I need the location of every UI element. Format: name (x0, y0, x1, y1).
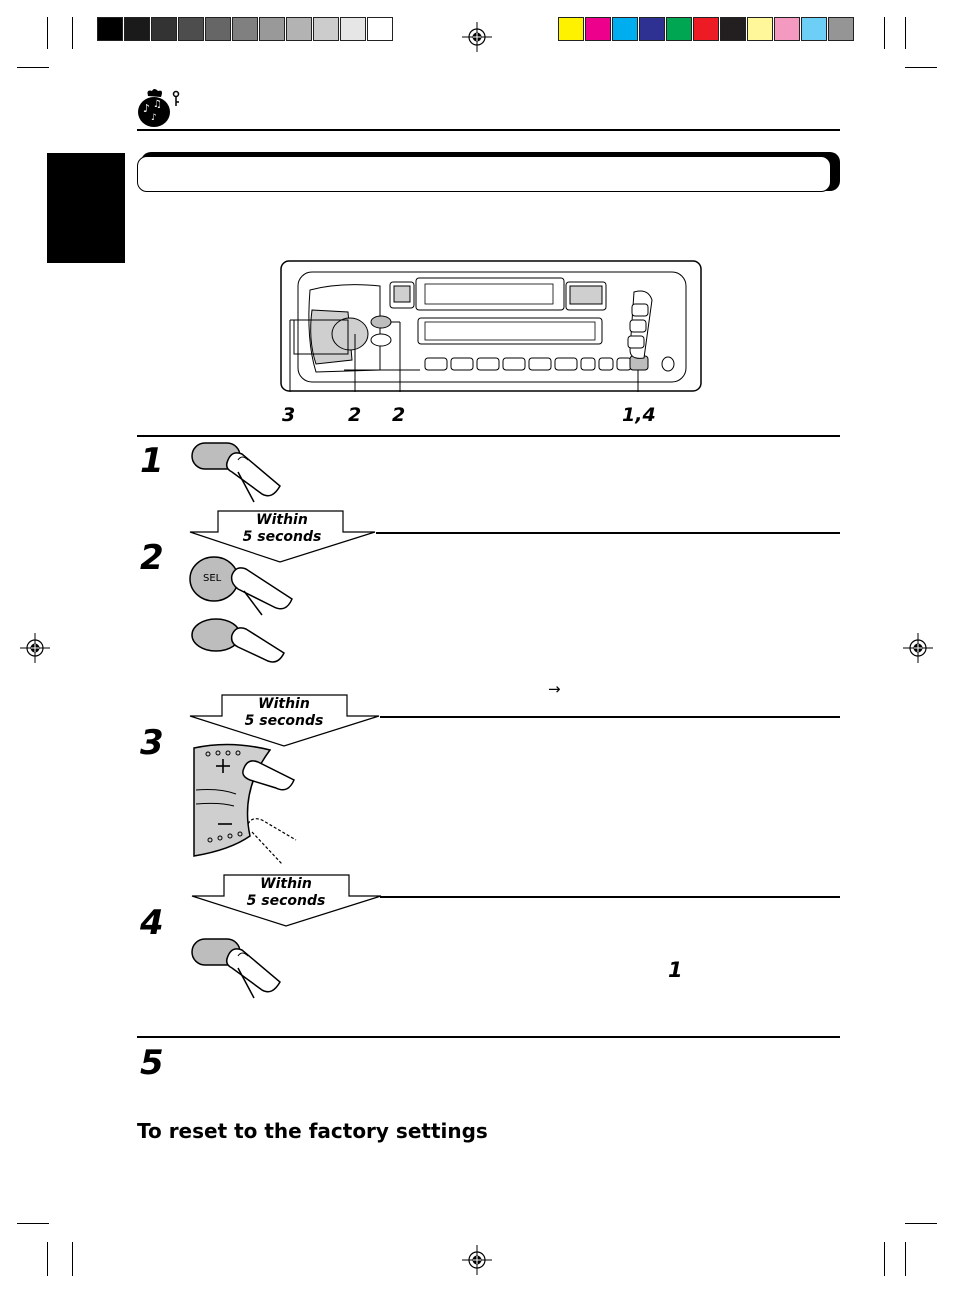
crop-mark (17, 67, 49, 68)
step-rule (380, 716, 840, 718)
crosshair-target-icon (462, 22, 492, 52)
step-rule (380, 896, 840, 898)
crosshair-target-icon (462, 1245, 492, 1275)
crop-mark (72, 1242, 73, 1276)
crosshair-target-icon (20, 633, 50, 663)
step-number-3: 3 (140, 723, 164, 763)
color-swatch (828, 17, 854, 41)
crosshair-target-icon (903, 633, 933, 663)
crop-mark (905, 1223, 937, 1224)
color-swatch (747, 17, 773, 41)
svg-text:♪: ♪ (143, 102, 150, 115)
finger-press-sel-button-icon (189, 556, 293, 663)
music-note-bag-icon: ♪ ♫ ♪ (138, 89, 180, 127)
color-swatch (585, 17, 611, 41)
within-arrow (189, 510, 376, 563)
step-number-1: 1 (140, 441, 164, 481)
crop-mark (47, 17, 48, 49)
grayscale-swatch (124, 17, 150, 41)
section-title-box (137, 152, 840, 195)
sel-button-label: SEL (203, 573, 222, 584)
language-tab (47, 153, 125, 263)
color-swatch (612, 17, 638, 41)
grayscale-swatch (97, 17, 123, 41)
color-swatch (666, 17, 692, 41)
crop-mark (884, 1242, 885, 1276)
color-swatch (693, 17, 719, 41)
color-swatch (558, 17, 584, 41)
crop-mark (72, 17, 73, 49)
step-number-4: 4 (140, 903, 164, 943)
crop-mark (884, 17, 885, 49)
crop-mark (905, 1242, 906, 1276)
svg-text:♫: ♫ (153, 99, 162, 110)
color-swatch (801, 17, 827, 41)
within-arrow (189, 694, 380, 747)
color-swatch (639, 17, 665, 41)
car-stereo-faceplate (280, 260, 702, 392)
callout-3: 3 (282, 404, 296, 426)
header-rule (137, 129, 840, 131)
svg-text:♪: ♪ (151, 113, 157, 123)
crop-mark (905, 17, 906, 49)
color-swatch (774, 17, 800, 41)
grayscale-swatch (367, 17, 393, 41)
crop-mark (47, 1242, 48, 1276)
within-arrow (191, 874, 382, 927)
crop-mark (17, 1223, 49, 1224)
finger-press-button-icon (191, 938, 281, 999)
callout-1-4: 1,4 (622, 404, 656, 426)
arrow-indicator: → (548, 680, 561, 698)
step-rule (137, 1036, 840, 1038)
step-number-5: 5 (140, 1043, 164, 1083)
color-swatch (720, 17, 746, 41)
callout-2-left: 2 (348, 404, 362, 426)
grayscale-swatch (286, 17, 312, 41)
step-number-2: 2 (140, 538, 164, 578)
grayscale-swatch (178, 17, 204, 41)
step-reference: 1 (668, 958, 683, 982)
reset-heading: To reset to the factory settings (137, 1119, 488, 1143)
grayscale-swatch (205, 17, 231, 41)
step-rule (137, 435, 840, 437)
step-rule (376, 532, 840, 534)
grayscale-swatch (340, 17, 366, 41)
finger-press-button-icon (191, 442, 281, 503)
grayscale-swatch (232, 17, 258, 41)
crop-mark (905, 67, 937, 68)
callout-2-right: 2 (392, 404, 406, 426)
grayscale-swatch (151, 17, 177, 41)
grayscale-swatch (313, 17, 339, 41)
grayscale-swatch (259, 17, 285, 41)
finger-press-plus-control-icon (193, 743, 297, 865)
